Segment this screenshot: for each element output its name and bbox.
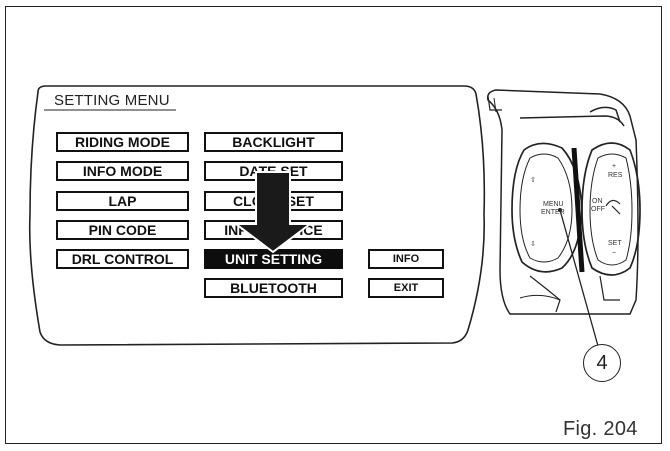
callout-number: 4	[583, 344, 621, 382]
handlebar-switch	[486, 89, 641, 315]
switch-label-set: SET	[608, 240, 622, 247]
exit-button[interactable]: EXIT	[368, 278, 444, 298]
switch-label-menu: MENU	[543, 201, 564, 208]
switch-label-on: ON	[592, 198, 603, 205]
info-mode-button[interactable]: INFO MODE	[56, 161, 189, 181]
leader-dot	[558, 208, 562, 212]
setting-menu-title: SETTING MENU	[54, 92, 170, 109]
backlight-button[interactable]: BACKLIGHT	[204, 132, 343, 152]
info-button[interactable]: INFO	[368, 249, 444, 269]
down-arrow-icon: ⇩	[530, 241, 536, 248]
switch-label-res: RES	[608, 172, 623, 179]
switch-label-plus: +	[612, 163, 616, 170]
figure-label: Fig. 204	[563, 418, 638, 440]
switch-label-minus: −	[612, 250, 616, 257]
bluetooth-button[interactable]: BLUETOOTH	[204, 278, 343, 298]
switch-label-off: OFF	[591, 206, 605, 213]
switch-label-enter: ENTER	[541, 209, 565, 216]
divider-stroke	[571, 147, 585, 273]
pin-code-button[interactable]: PIN CODE	[56, 220, 189, 240]
leader-line	[559, 209, 599, 347]
up-arrow-icon: ⇧	[530, 176, 536, 184]
selection-arrow-icon	[233, 171, 313, 254]
lap-button[interactable]: LAP	[56, 191, 189, 211]
drl-control-button[interactable]: DRL CONTROL	[56, 249, 189, 269]
riding-mode-button[interactable]: RIDING MODE	[56, 132, 189, 152]
display-outline	[28, 85, 486, 346]
